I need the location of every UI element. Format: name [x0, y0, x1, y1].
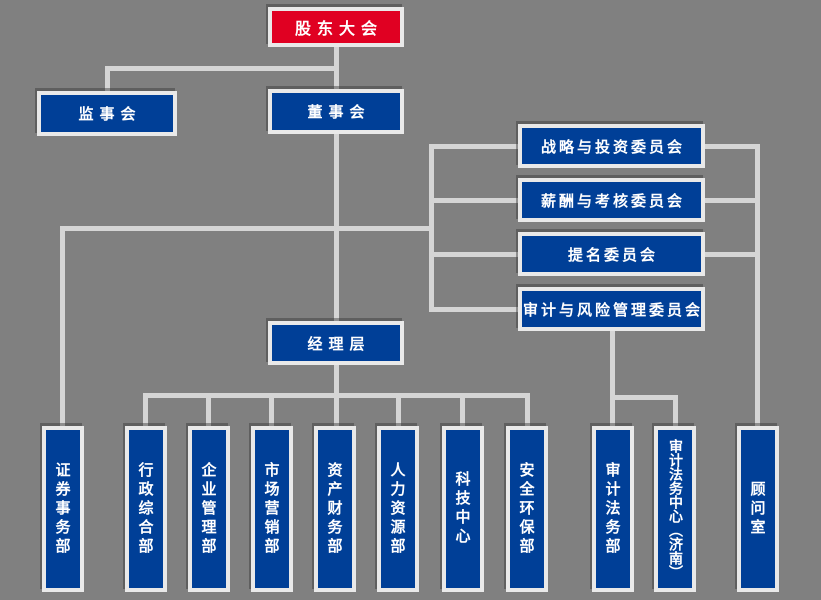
node-committee-strategy-investment-label: 战略与投资委员会 [540, 137, 685, 156]
node-committee-remuneration-assessment-label: 薪酬与考核委员会 [540, 191, 685, 210]
node-advisory-office: 顾问室 [737, 426, 779, 592]
node-dept-securities-affairs: 证券事务部 [42, 426, 84, 592]
connector-drop-audit-center [673, 395, 678, 427]
node-dept-audit-legal: 审计法务部 [592, 426, 634, 592]
connector-drop-safety [525, 393, 530, 427]
node-shareholders-meeting: 股东大会 [268, 7, 404, 47]
connector-committee3-left [429, 252, 519, 257]
node-dept-human-resources-label: 人力资源部 [388, 461, 407, 557]
connector-drop-marketing [269, 393, 274, 427]
node-dept-technology-center-label: 科技中心 [453, 471, 472, 547]
node-dept-admin-general: 行政综合部 [125, 426, 167, 592]
node-advisory-office-label: 顾问室 [748, 480, 767, 538]
connector-committee2-right [704, 198, 760, 203]
node-dept-safety-environment-label: 安全环保部 [517, 461, 536, 557]
connector-committee2-left [429, 198, 519, 203]
node-committee-audit-risk: 审计与风险管理委员会 [518, 287, 705, 331]
connector-committee1-right [704, 144, 760, 149]
connector-committee1-left [429, 144, 519, 149]
node-dept-audit-legal-center-jinan-label: 审计法务中心（济南） [667, 439, 683, 579]
node-dept-asset-finance-label: 资产财务部 [325, 461, 344, 557]
node-supervisory-board-label: 监事会 [78, 105, 142, 123]
node-committee-remuneration-assessment: 薪酬与考核委员会 [518, 178, 705, 222]
connector-to-supervisory [105, 66, 110, 93]
node-committee-nomination: 提名委员会 [518, 232, 705, 276]
connector-departments-horizontal [143, 393, 530, 398]
node-dept-asset-finance: 资产财务部 [314, 426, 356, 592]
node-dept-admin-general-label: 行政综合部 [136, 461, 155, 557]
connector-right-spine-to-advisory [755, 144, 760, 427]
node-dept-human-resources: 人力资源部 [377, 426, 419, 592]
connector-auditcommittee-down [610, 330, 615, 427]
node-dept-audit-legal-label: 审计法务部 [603, 461, 622, 557]
connector-to-securities-dept [60, 226, 65, 427]
node-dept-safety-environment: 安全环保部 [506, 426, 548, 592]
node-dept-securities-affairs-label: 证券事务部 [53, 461, 72, 557]
node-committee-audit-risk-label: 审计与风险管理委员会 [523, 300, 704, 319]
node-dept-technology-center: 科技中心 [442, 426, 484, 592]
node-management-label: 经理层 [307, 334, 371, 353]
connector-drop-tech [460, 393, 465, 427]
node-supervisory-board: 监事会 [37, 91, 177, 136]
node-board-of-directors-label: 董事会 [307, 103, 371, 121]
connector-committee3-right [704, 252, 760, 257]
connector-committee4-left [429, 307, 519, 312]
node-board-of-directors: 董事会 [268, 89, 404, 134]
node-dept-marketing-label: 市场营销部 [262, 461, 281, 557]
node-management: 经理层 [268, 321, 404, 365]
node-committee-strategy-investment: 战略与投资委员会 [518, 124, 705, 168]
node-dept-enterprise-management-label: 企业管理部 [199, 461, 218, 557]
connector-committee-left-spine [429, 144, 434, 312]
node-dept-enterprise-management: 企业管理部 [188, 426, 230, 592]
node-committee-nomination-label: 提名委员会 [567, 245, 658, 264]
connector-drop-enterprise [206, 393, 211, 427]
node-dept-marketing: 市场营销部 [251, 426, 293, 592]
node-shareholders-meeting-label: 股东大会 [294, 19, 383, 38]
connector-drop-hr [396, 393, 401, 427]
connector-drop-admin [143, 393, 148, 427]
node-dept-audit-legal-center-jinan: 审计法务中心（济南） [654, 426, 696, 592]
connector-board-horizontal [60, 226, 434, 231]
connector-top-horizontal [105, 66, 339, 71]
connector-audit-horizontal [610, 395, 678, 400]
